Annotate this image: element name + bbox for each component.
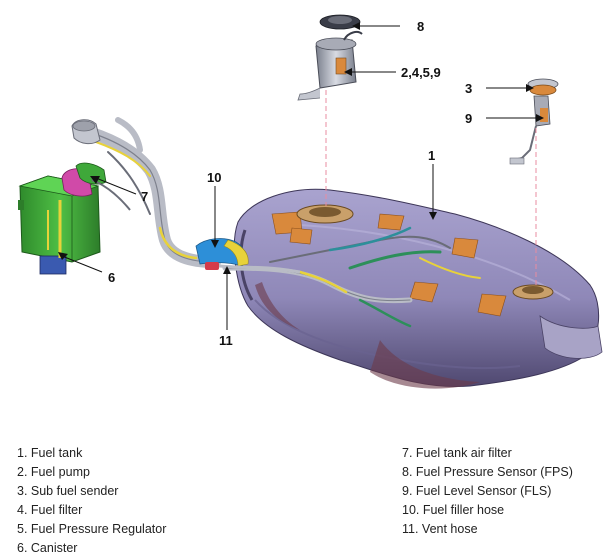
exploded-view-guides — [325, 90, 537, 286]
callout-3: 3 — [465, 81, 472, 96]
filler-neck — [76, 117, 221, 268]
legend-item: 5. Fuel Pressure Regulator — [17, 522, 167, 536]
legend-item: 4. Fuel filter — [17, 503, 83, 517]
legend-item: 6. Canister — [17, 541, 78, 555]
leader-lines — [61, 25, 540, 330]
legend-left: 1. Fuel tank 2. Fuel pump 3. Sub fuel se… — [17, 444, 166, 558]
callout-9: 9 — [465, 111, 472, 126]
callout-8: 8 — [417, 19, 424, 34]
callout-7: 7 — [141, 189, 148, 204]
callout-2-4-5-9: 2,4,5,9 — [401, 65, 441, 80]
legend-item: 8. Fuel Pressure Sensor (FPS) — [402, 465, 573, 479]
fuel-pump-assembly — [297, 31, 363, 101]
sender-flange — [512, 284, 554, 300]
legend-item: 10. Fuel filler hose — [402, 503, 505, 517]
leader-arrowheads — [58, 22, 544, 274]
legend-item: 7. Fuel tank air filter — [402, 446, 512, 460]
vent-hose — [205, 262, 301, 274]
legend-item: 2. Fuel pump — [17, 465, 90, 479]
fuel-system-diagram: 8 2,4,5,9 3 9 1 10 7 6 11 — [18, 14, 603, 389]
legend-item: 1. Fuel tank — [17, 446, 83, 460]
legend-item: 3. Sub fuel sender — [17, 484, 119, 498]
callout-6: 6 — [108, 270, 115, 285]
callout-11: 11 — [219, 333, 233, 348]
callout-1: 1 — [428, 148, 435, 163]
pump-flange — [296, 204, 354, 224]
legend-item: 9. Fuel Level Sensor (FLS) — [402, 484, 552, 498]
legend-right: 7. Fuel tank air filter 8. Fuel Pressure… — [402, 444, 573, 539]
tank-pads — [271, 211, 507, 317]
legend-item: 11. Vent hose — [402, 522, 478, 536]
callout-10: 10 — [207, 170, 221, 185]
filler-inlet — [71, 119, 101, 145]
sub-fuel-sender — [509, 78, 559, 165]
